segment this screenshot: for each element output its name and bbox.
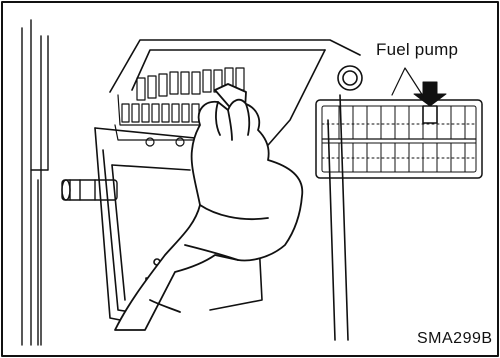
fuse-icon: [121, 67, 245, 123]
dashboard-panel: [109, 39, 363, 341]
fuel-pump-fuse-slot: [422, 105, 438, 124]
door-pillar: [21, 19, 49, 346]
leader-line: [391, 67, 424, 97]
figure-code: SMA299B: [417, 330, 493, 347]
hand-icon: [114, 83, 303, 331]
fuel-pump-label: Fuel pump: [376, 40, 459, 59]
down-arrow-icon: [413, 81, 447, 107]
hinge-pin: [61, 179, 118, 201]
